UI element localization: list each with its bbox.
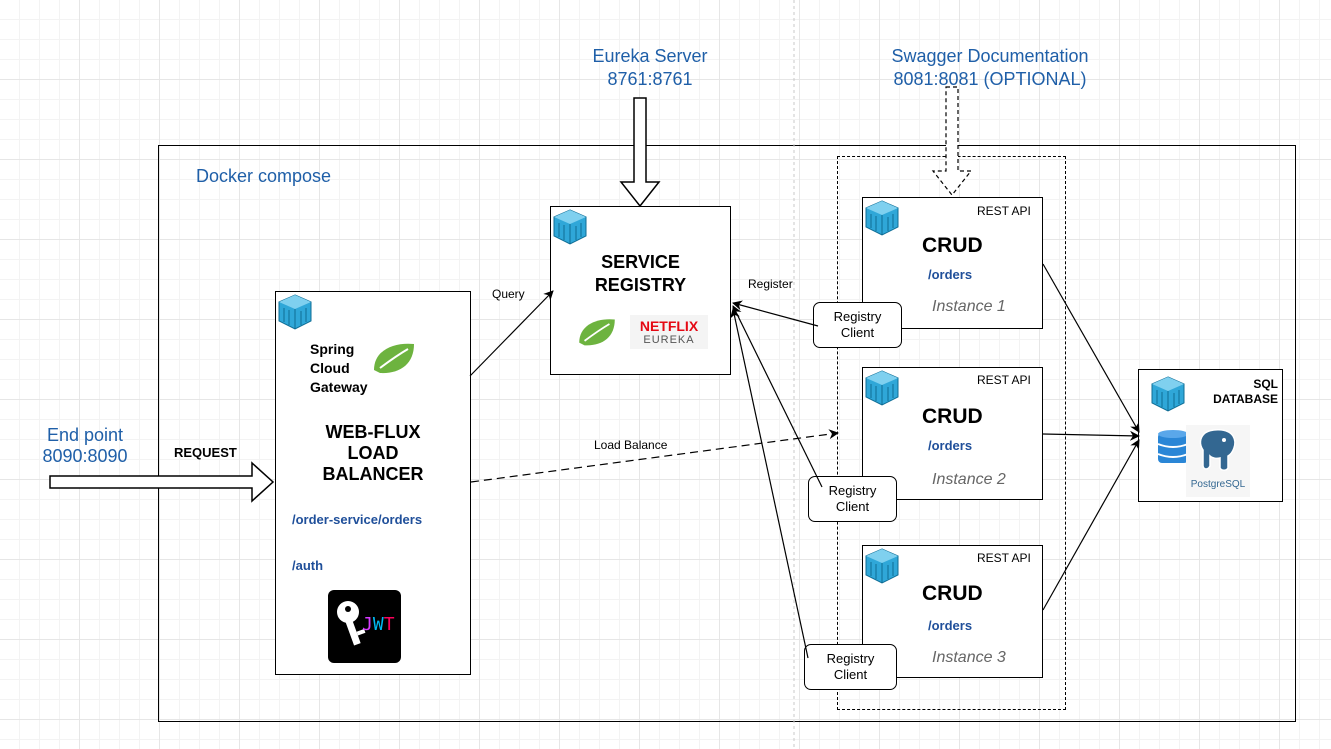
registry-container-icon: [553, 209, 587, 245]
load-balance-edge-label: Load Balance: [594, 438, 668, 452]
endpoint-port: 8090:8090: [42, 446, 128, 466]
instance-3-container-icon: [865, 548, 899, 584]
postgresql-elephant-icon: [1199, 429, 1236, 471]
spring-line2: Cloud: [310, 360, 350, 376]
netflix-text: NETFLIX: [639, 318, 699, 334]
instance-3-name: Instance 3: [932, 649, 1006, 666]
instance-3-route: /orders: [928, 618, 973, 633]
eureka-text: EUREKA: [643, 334, 695, 346]
instance-3-client-line2: Client: [833, 667, 868, 682]
gateway-title-line2: LOAD: [347, 443, 399, 463]
spring-cloud-gateway-label: Spring Cloud Gateway: [310, 340, 368, 397]
instance-1-client-line2: Client: [840, 325, 875, 340]
jwt-text: JWT: [362, 614, 395, 635]
instance-3-client-line1: Registry: [826, 651, 875, 666]
swagger-name: Swagger Documentation: [891, 46, 1089, 66]
instance-2-tag: REST API: [977, 373, 1031, 387]
instance-1-registry-client[interactable]: Registry Client: [813, 302, 902, 348]
instance-2-name: Instance 2: [932, 471, 1006, 488]
instance-3-title: CRUD: [922, 582, 983, 605]
instance-2-registry-client[interactable]: Registry Client: [808, 476, 897, 522]
swagger-port: 8081:8081 (OPTIONAL): [893, 69, 1087, 89]
instance-2-client-line1: Registry: [828, 483, 877, 498]
instance-3-tag: REST API: [977, 551, 1031, 565]
endpoint-label: End point 8090:8090: [25, 425, 145, 467]
instance-2-container-icon: [865, 370, 899, 406]
gateway-route-orders: /order-service/orders: [292, 512, 423, 527]
request-label: REQUEST: [174, 445, 237, 460]
eureka-server-name: Eureka Server: [592, 46, 708, 66]
database-label: SQL DATABASE: [1196, 377, 1278, 407]
spring-line1: Spring: [310, 341, 355, 357]
gateway-title-line3: BALANCER: [322, 464, 424, 484]
instance-1-title: CRUD: [922, 234, 983, 257]
gateway-title-line1: WEB-FLUX: [325, 422, 421, 442]
gateway-container-icon: [278, 294, 312, 330]
instance-1-route: /orders: [928, 267, 973, 282]
instance-3-registry-client[interactable]: Registry Client: [804, 644, 897, 690]
postgresql-logo: PostgreSQL: [1186, 425, 1250, 497]
eureka-server-label: Eureka Server 8761:8761: [570, 45, 730, 91]
database-label-line2: DATABASE: [1213, 392, 1278, 406]
docker-compose-label: Docker compose: [196, 166, 332, 186]
instance-1-client-line1: Registry: [833, 309, 882, 324]
endpoint-name: End point: [46, 425, 124, 445]
register-edge-label: Register: [748, 277, 793, 291]
database-container-icon: [1151, 376, 1185, 412]
gateway-route-auth: /auth: [292, 558, 324, 573]
instance-1-name: Instance 1: [932, 298, 1006, 315]
instance-1-tag: REST API: [977, 204, 1031, 218]
spring-leaf-icon: [374, 343, 414, 374]
swagger-label: Swagger Documentation 8081:8081 (OPTIONA…: [860, 45, 1120, 91]
database-cylinder-icon: [1157, 430, 1189, 463]
database-label-line1: SQL: [1253, 377, 1278, 391]
postgresql-text: PostgreSQL: [1190, 479, 1246, 490]
spring-line3: Gateway: [310, 379, 368, 395]
docker-compose-boundary: [158, 145, 1296, 722]
query-edge-label: Query: [492, 287, 525, 301]
netflix-eureka-logo: NETFLIX EUREKA: [630, 315, 708, 349]
spring-leaf-icon-registry: [579, 319, 615, 346]
eureka-server-port: 8761:8761: [607, 69, 693, 89]
jwt-key-icon: [337, 601, 366, 646]
registry-title-line1: SERVICE: [601, 252, 680, 272]
instance-2-title: CRUD: [922, 405, 983, 428]
instance-2-client-line2: Client: [835, 499, 870, 514]
jwt-logo: JWT: [328, 590, 401, 663]
registry-title-line2: REGISTRY: [594, 275, 687, 295]
instance-2-route: /orders: [928, 438, 973, 453]
gateway-title: WEB-FLUX LOAD BALANCER: [275, 422, 471, 485]
service-registry-title: SERVICE REGISTRY: [550, 251, 731, 297]
instance-1-container-icon: [865, 200, 899, 236]
